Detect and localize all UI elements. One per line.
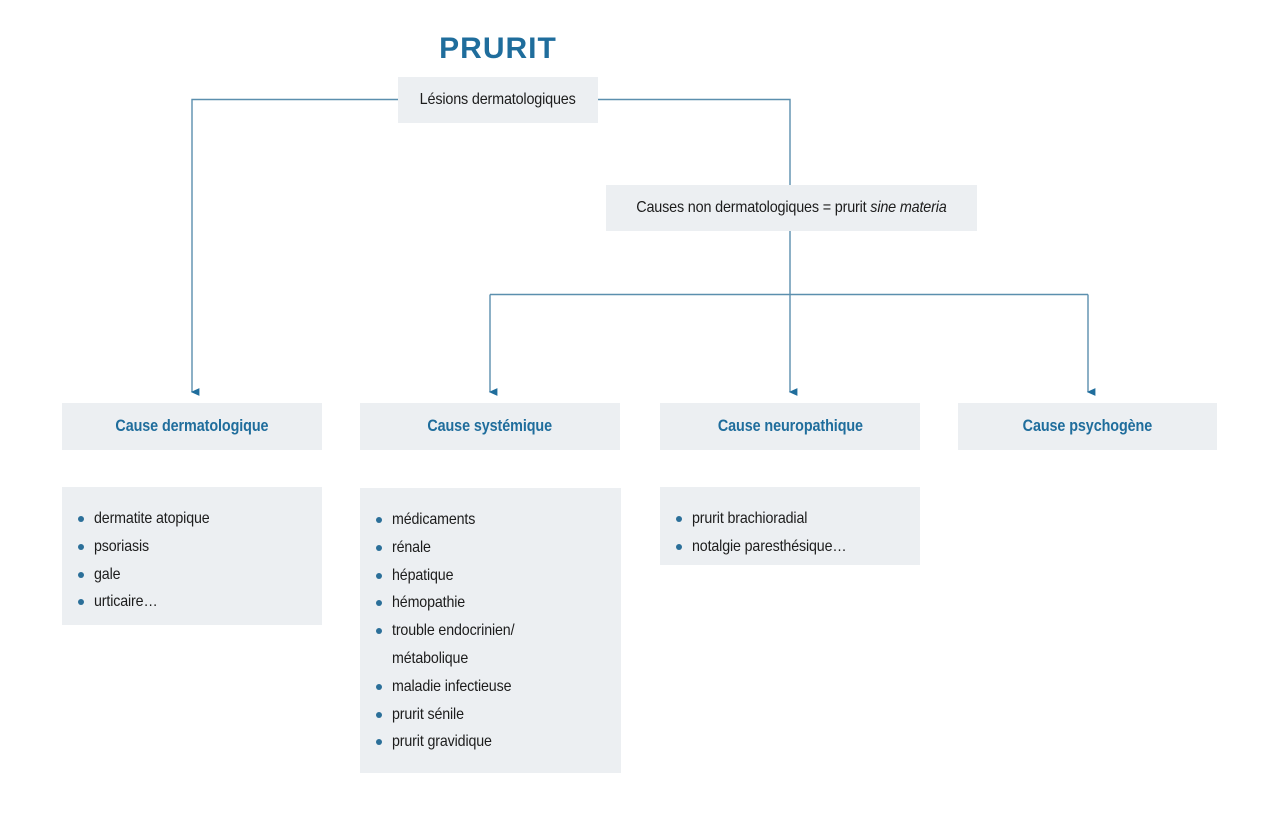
diagram-title: PRURIT bbox=[439, 32, 557, 65]
bullet-icon bbox=[376, 572, 382, 579]
bullet-icon bbox=[376, 628, 382, 635]
bullet-icon bbox=[78, 599, 84, 606]
list-item: hémopathie bbox=[374, 589, 605, 617]
list-item-label: rénale bbox=[392, 538, 431, 556]
category-header-systemique: Cause systémique bbox=[360, 403, 620, 450]
list-item-label: hépatique bbox=[392, 566, 454, 584]
list-item-label: prurit gravidique bbox=[392, 733, 492, 751]
bullet-icon bbox=[78, 543, 84, 550]
list-item: dermatite atopique bbox=[76, 505, 306, 533]
category-header-label: Cause systémique bbox=[427, 417, 553, 435]
category-list-dermatologique: dermatite atopique psoriasis gale urticaire… bbox=[62, 487, 322, 625]
item-list: dermatite atopique psoriasis gale urticaire… bbox=[76, 505, 306, 616]
bullet-icon bbox=[78, 571, 84, 578]
list-item: gale bbox=[76, 561, 306, 589]
category-header-label: Cause neuropathique bbox=[717, 417, 863, 435]
node-lesions-label: Lésions dermatologiques bbox=[420, 91, 576, 108]
list-item-label: prurit brachioradial bbox=[692, 510, 808, 527]
node-non-dermato-text-plain: Causes non dermatologiques = prurit bbox=[636, 199, 871, 216]
list-item-label: hémopathie bbox=[392, 594, 466, 612]
category-list-systemique: médicaments rénale hépatique hémopathie trou… bbox=[360, 488, 621, 773]
node-non-dermato-label: Causes non dermatologiques = prurit sine… bbox=[636, 199, 947, 217]
list-item-label: médicaments bbox=[392, 511, 476, 528]
list-item-label: urticaire… bbox=[94, 593, 158, 611]
bullet-icon bbox=[376, 739, 382, 746]
category-header-psychogene: Cause psychogène bbox=[958, 403, 1217, 450]
list-item: notalgie paresthésique… bbox=[674, 533, 904, 561]
bullet-icon bbox=[78, 516, 84, 522]
edge-lesions-to-nondermato bbox=[598, 98, 791, 185]
category-list-neuropathique: prurit brachioradial notalgie paresthésiq… bbox=[660, 487, 920, 565]
list-item-label: psoriasis bbox=[94, 537, 149, 555]
list-item: prurit gravidique bbox=[374, 728, 605, 756]
bullet-icon bbox=[676, 516, 682, 522]
list-item-label: gale bbox=[94, 565, 121, 583]
list-item-label: dermatite atopique bbox=[94, 510, 210, 527]
node-causes-non-dermatologiques: Causes non dermatologiques = prurit sine… bbox=[606, 185, 977, 231]
list-item: psoriasis bbox=[76, 533, 306, 561]
category-header-dermatologique: Cause dermatologique bbox=[62, 403, 322, 450]
list-item: rénale bbox=[374, 534, 605, 562]
item-list: prurit brachioradial notalgie paresthésiq… bbox=[674, 505, 904, 561]
edge-lesions-to-dermatologique bbox=[190, 98, 398, 396]
list-item: trouble endocrinien/ métabolique bbox=[374, 617, 605, 673]
list-item: hépatique bbox=[374, 562, 605, 590]
node-lesions-dermatologiques: Lésions dermatologiques bbox=[398, 77, 598, 123]
list-item: médicaments bbox=[374, 506, 605, 534]
list-item: maladie infectieuse bbox=[374, 673, 605, 701]
list-item-label: notalgie paresthésique… bbox=[692, 537, 847, 555]
category-header-neuropathique: Cause neuropathique bbox=[660, 403, 920, 450]
bullet-icon bbox=[376, 600, 382, 607]
item-list: médicaments rénale hépatique hémopathie trou… bbox=[374, 506, 605, 756]
category-header-label: Cause psychogène bbox=[1022, 417, 1153, 435]
bullet-icon bbox=[376, 517, 382, 523]
category-header-label: Cause dermatologique bbox=[115, 417, 269, 435]
list-item-label: trouble endocrinien/ métabolique bbox=[392, 622, 515, 667]
bullet-icon bbox=[376, 683, 382, 690]
list-item: prurit brachioradial bbox=[674, 505, 904, 533]
list-item-label: maladie infectieuse bbox=[392, 677, 512, 695]
bullet-icon bbox=[676, 543, 682, 550]
list-item-label: prurit sénile bbox=[392, 705, 464, 723]
bullet-icon bbox=[376, 711, 382, 718]
list-item: prurit sénile bbox=[374, 701, 605, 729]
bullet-icon bbox=[376, 544, 382, 551]
list-item: urticaire… bbox=[76, 588, 306, 616]
node-non-dermato-text-italic: sine materia bbox=[870, 199, 947, 216]
